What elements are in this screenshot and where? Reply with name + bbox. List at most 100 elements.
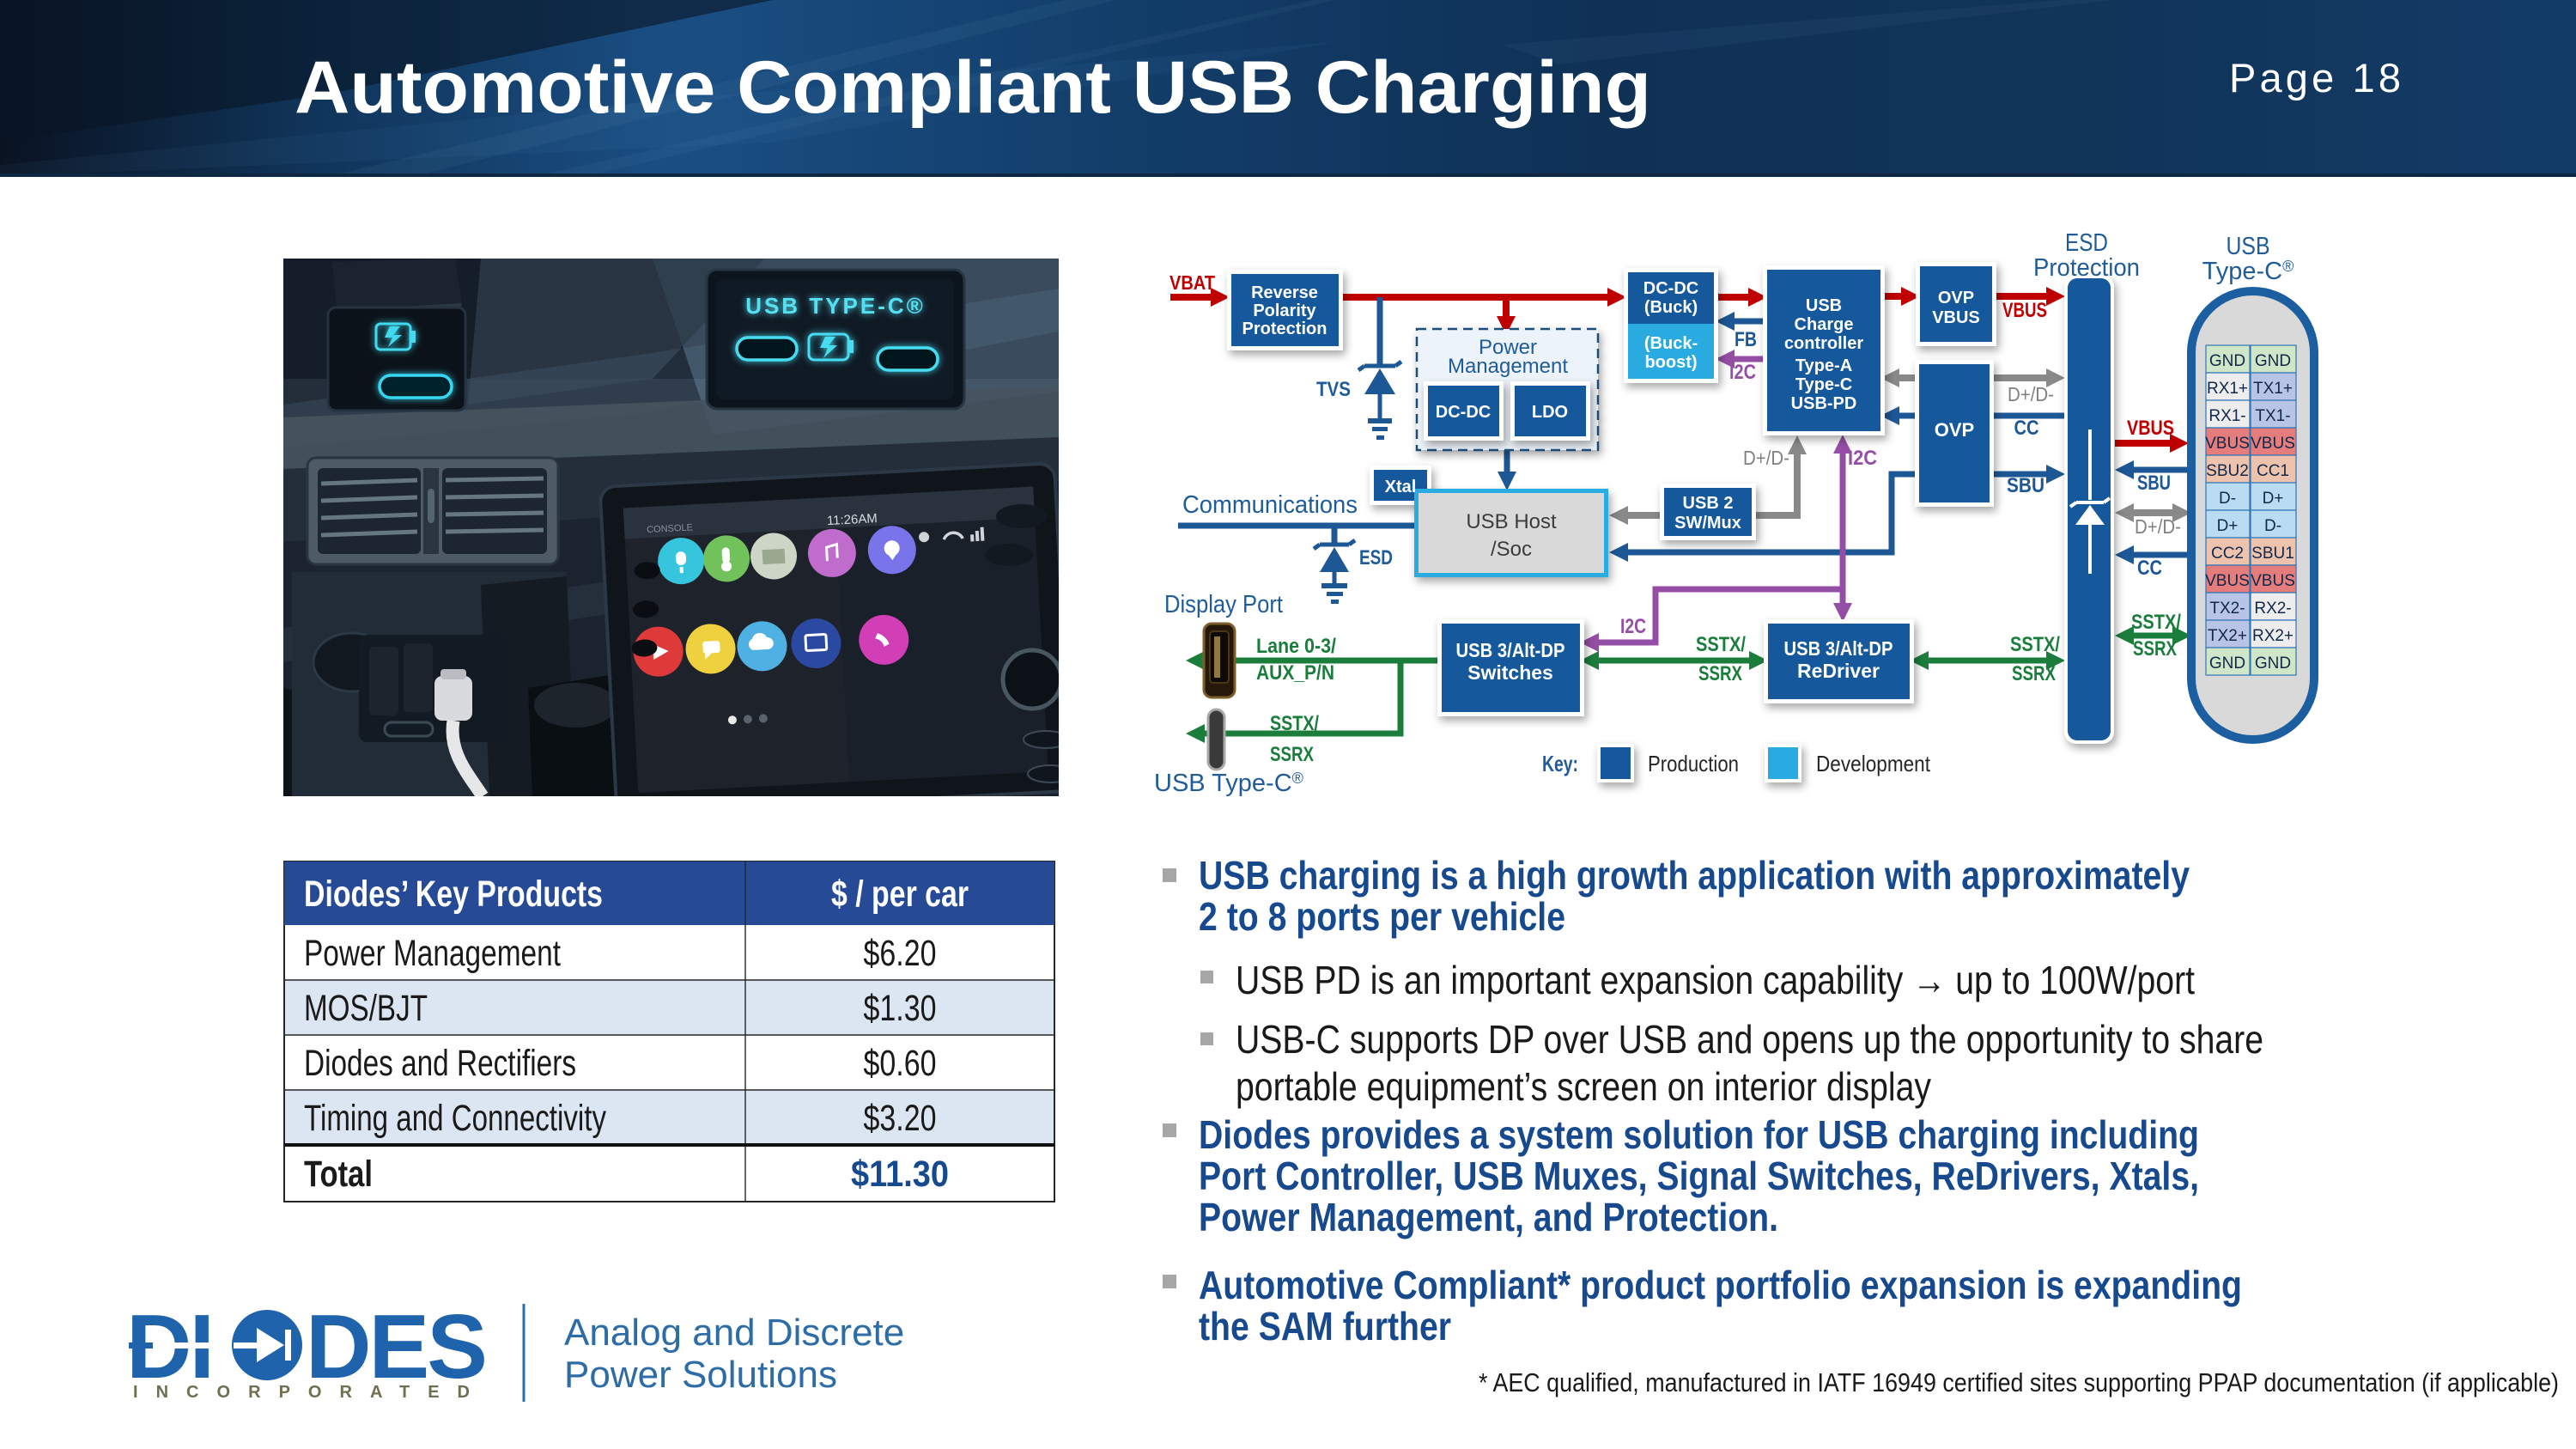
svg-text:VBUS: VBUS (2251, 572, 2295, 590)
svg-text:MOS/BJT: MOS/BJT (304, 988, 428, 1029)
svg-text:LDO: LDO (1532, 403, 1568, 422)
svg-text:(Buck-: (Buck- (1644, 334, 1698, 353)
svg-text:TX1-: TX1- (2255, 407, 2290, 425)
svg-text:USB 3/Alt-DP: USB 3/Alt-DP (1456, 639, 1565, 661)
svg-text:D+: D+ (2217, 517, 2239, 535)
svg-text:11:26AM: 11:26AM (827, 511, 878, 528)
svg-text:Automotive Compliant* product: Automotive Compliant* product portfolio … (1199, 1263, 2242, 1307)
svg-text:SBU1: SBU1 (2251, 545, 2294, 563)
svg-text:CC1: CC1 (2257, 462, 2289, 480)
svg-text:Analog and Discrete: Analog and Discrete (564, 1312, 904, 1354)
svg-text:$ / per car: $ / per car (831, 874, 969, 915)
svg-text:Lane 0-3/: Lane 0-3/ (1256, 635, 1336, 658)
svg-text:USB PD is an important expansi: USB PD is an important expansion capabil… (1236, 958, 2195, 1002)
svg-text:(Buck): (Buck) (1644, 298, 1698, 317)
svg-text:SSTX/: SSTX/ (1270, 712, 1319, 735)
svg-text:OVP: OVP (1935, 419, 1974, 441)
svg-text:D+/D-: D+/D- (2008, 383, 2054, 405)
svg-text:USB-PD: USB-PD (1791, 394, 1857, 413)
svg-text:Diodes’ Key Products: Diodes’ Key Products (304, 874, 603, 915)
svg-text:$3.20: $3.20 (864, 1098, 937, 1139)
svg-text:VBUS: VBUS (2127, 417, 2174, 440)
svg-text:RX1+: RX1+ (2207, 380, 2248, 398)
svg-text:VBUS: VBUS (2205, 572, 2250, 590)
svg-text:VBUS: VBUS (1932, 308, 1980, 327)
svg-text:USB: USB (1806, 296, 1842, 315)
svg-text:USB Host: USB Host (1466, 510, 1557, 533)
svg-text:I2C: I2C (1848, 447, 1877, 470)
svg-text:D+/D-: D+/D- (1743, 447, 1789, 469)
svg-text:Development: Development (1816, 751, 1931, 776)
svg-text:Communications: Communications (1182, 491, 1358, 519)
svg-text:USB 3/Alt-DP: USB 3/Alt-DP (1784, 637, 1893, 660)
svg-text:Automotive Compliant USB Charg: Automotive Compliant USB Charging (295, 46, 1651, 129)
svg-text:ESD: ESD (2065, 229, 2108, 257)
svg-text:TX1+: TX1+ (2253, 380, 2293, 398)
svg-text:D-: D- (2264, 517, 2281, 535)
svg-text:Protection: Protection (1242, 320, 1327, 338)
svg-text:Type-C: Type-C (1795, 375, 1852, 394)
svg-text:USB-C supports DP over USB and: USB-C supports DP over USB and opens up … (1236, 1017, 2263, 1062)
svg-text:SSRX: SSRX (2012, 662, 2056, 685)
svg-text:RX2-: RX2- (2254, 600, 2291, 618)
svg-text:SSTX/: SSTX/ (2010, 633, 2060, 656)
svg-text:$1.30: $1.30 (864, 988, 937, 1029)
svg-text:TVS: TVS (1316, 378, 1351, 401)
svg-text:I2C: I2C (1620, 615, 1646, 638)
svg-text:SW/Mux: SW/Mux (1674, 514, 1741, 533)
svg-text:TX2-: TX2- (2209, 600, 2245, 618)
svg-text:CC2: CC2 (2211, 545, 2244, 563)
svg-text:DC-DC: DC-DC (1643, 279, 1698, 298)
svg-text:I2C: I2C (1729, 361, 1756, 384)
svg-text:boost): boost) (1644, 353, 1697, 372)
svg-text:Power Solutions: Power Solutions (564, 1354, 837, 1396)
svg-text:DES: DES (306, 1296, 485, 1397)
svg-text:D+/D-: D+/D- (2135, 515, 2181, 538)
svg-text:2 to 8 ports per vehicle: 2 to 8 ports per vehicle (1199, 894, 1565, 939)
svg-text:Charge: Charge (1795, 315, 1854, 334)
svg-text:SSTX/: SSTX/ (1696, 633, 1746, 656)
svg-text:Diodes provides a system solut: Diodes provides a system solution for US… (1199, 1112, 2199, 1157)
svg-text:Diodes and Rectifiers: Diodes and Rectifiers (304, 1043, 576, 1084)
svg-text:Production: Production (1648, 751, 1739, 776)
svg-text:D+: D+ (2263, 490, 2284, 508)
svg-text:GND: GND (2255, 654, 2291, 673)
svg-text:Power Management, and Protecti: Power Management, and Protection. (1199, 1195, 1778, 1239)
svg-text:SBU: SBU (2137, 472, 2171, 495)
svg-text:D-: D- (2219, 490, 2236, 508)
svg-text:VBUS: VBUS (2205, 435, 2250, 453)
svg-text:TX2+: TX2+ (2208, 627, 2247, 645)
svg-text:RX2+: RX2+ (2252, 627, 2293, 645)
svg-text:RX1-: RX1- (2208, 407, 2245, 425)
svg-text:AUX_P/N: AUX_P/N (1256, 661, 1334, 685)
svg-text:Management: Management (1448, 355, 1568, 378)
svg-text:FB: FB (1735, 328, 1757, 351)
svg-text:Type-A: Type-A (1795, 356, 1852, 375)
svg-text:$0.60: $0.60 (864, 1043, 937, 1084)
svg-text:CC: CC (2137, 557, 2162, 580)
svg-text:USB TYPE-C®: USB TYPE-C® (745, 293, 926, 319)
svg-text:Power: Power (1479, 336, 1537, 359)
svg-text:GND: GND (2209, 352, 2245, 370)
svg-text:portable equipment’s screen on: portable equipment’s screen on interior … (1236, 1064, 1931, 1109)
svg-text:SSRX: SSRX (1270, 743, 1314, 766)
svg-text:SSRX: SSRX (1698, 662, 1742, 685)
svg-text:SSRX: SSRX (2133, 637, 2177, 661)
svg-text:SSTX/: SSTX/ (2131, 611, 2181, 634)
svg-text:* AEC qualified, manufactured: * AEC qualified, manufactured in IATF 16… (1479, 1367, 2559, 1397)
svg-text:VBUS: VBUS (2002, 299, 2047, 322)
svg-text:/Soc: /Soc (1491, 538, 1532, 561)
svg-text:ESD: ESD (1359, 546, 1393, 569)
svg-text:Key:: Key: (1542, 751, 1578, 776)
svg-text:Display Port: Display Port (1164, 591, 1283, 618)
svg-text:DC-DC: DC-DC (1436, 403, 1491, 422)
svg-text:Port Controller, USB Muxes, Si: Port Controller, USB Muxes, Signal Switc… (1199, 1154, 2199, 1198)
svg-text:$11.30: $11.30 (851, 1154, 949, 1195)
svg-text:USB charging is a high growth: USB charging is a high growth applicatio… (1199, 853, 2190, 898)
svg-text:the SAM further: the SAM further (1199, 1304, 1451, 1349)
svg-text:controller: controller (1784, 334, 1863, 353)
svg-text:Timing and Connectivity: Timing and Connectivity (304, 1098, 606, 1139)
svg-text:OVP: OVP (1938, 289, 1974, 307)
svg-text:GND: GND (2255, 352, 2291, 370)
svg-text:Power Management: Power Management (304, 933, 561, 974)
